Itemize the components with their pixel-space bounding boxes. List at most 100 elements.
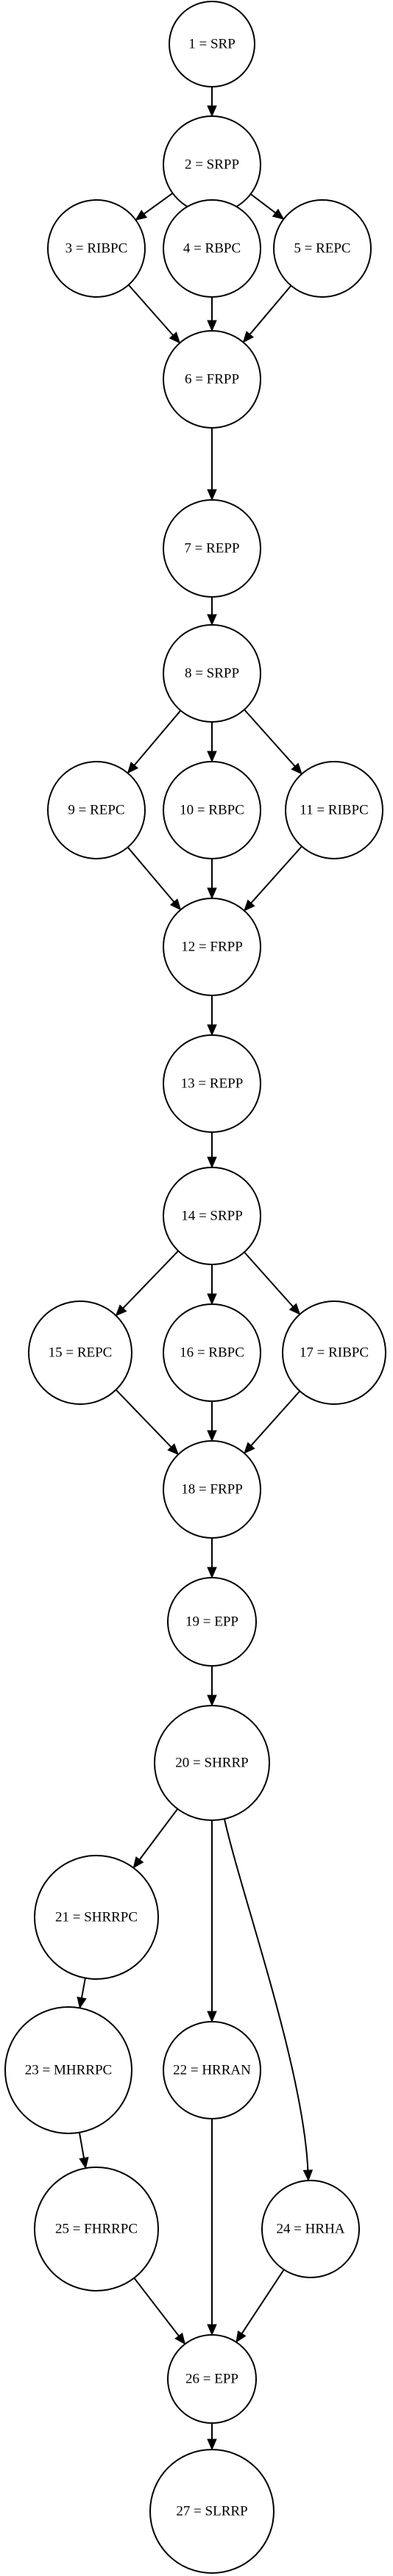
edge-20-to-24	[223, 1818, 314, 2182]
node-circle	[282, 1300, 386, 1405]
edge-arrowhead	[207, 320, 217, 332]
edge-arrowhead	[291, 762, 302, 775]
edge-arrowhead	[244, 899, 255, 912]
edge-14-to-15	[115, 1250, 179, 1317]
edge-arrowhead	[207, 1024, 217, 1037]
node-circle	[163, 624, 261, 723]
edge-arrowhead	[207, 489, 217, 501]
edge-11-to-12	[244, 845, 302, 912]
node-label: 19 = EPP	[185, 1614, 238, 1630]
edge-4-to-6	[207, 297, 217, 332]
edge-line	[250, 1390, 301, 1446]
edge-line	[127, 284, 174, 336]
node-19: 19 = EPP	[167, 1577, 257, 1667]
node-circle	[163, 1303, 261, 1402]
edge-2-to-3	[135, 192, 174, 221]
node-label: 4 = RBPC	[183, 241, 241, 257]
node-label: 7 = REPP	[184, 541, 239, 557]
node-circle	[34, 1855, 159, 1980]
edge-15-to-18	[115, 1389, 180, 1456]
node-label: 24 = HRHA	[276, 2222, 344, 2237]
node-26: 26 = EPP	[167, 2334, 257, 2424]
edge-25-to-26	[133, 2277, 186, 2345]
edge-arrowhead	[115, 1304, 127, 1317]
edge-arrowhead	[207, 614, 217, 626]
node-circle	[167, 2334, 257, 2424]
edge-arrowhead	[242, 331, 255, 343]
node-15: 15 = REPC	[28, 1300, 132, 1405]
edge-arrowhead	[207, 2439, 217, 2451]
node-5: 5 = REPC	[273, 199, 372, 298]
node-label: 9 = REPC	[68, 803, 124, 818]
node-label: 17 = RIBPC	[300, 1345, 369, 1361]
edge-arrowhead	[288, 1303, 301, 1315]
edge-8-to-11	[244, 709, 302, 775]
node-circle	[169, 1, 255, 87]
node-label: 26 = EPP	[185, 2372, 238, 2387]
edge-arrowhead	[169, 898, 182, 911]
edge-6-to-7	[207, 428, 217, 501]
node-label: 25 = FHRRPC	[55, 2222, 138, 2237]
node-label: 3 = RIBPC	[66, 241, 128, 257]
node-circle	[163, 761, 261, 859]
edge-7-to-8	[207, 597, 217, 626]
node-22: 22 = HRRAN	[163, 2021, 261, 2119]
edge-line	[249, 285, 292, 335]
node-circle	[261, 2180, 360, 2278]
edge-line	[241, 2269, 285, 2334]
node-12: 12 = FRPP	[163, 898, 261, 996]
node-24: 24 = HRHA	[261, 2180, 360, 2278]
edge-18-to-19	[207, 1538, 217, 1579]
node-label: 27 = SLRRP	[176, 2504, 247, 2519]
edge-line	[249, 193, 276, 214]
node-label: 15 = REPC	[49, 1345, 113, 1361]
edge-line	[122, 1250, 179, 1309]
node-label: 11 = RIBPC	[300, 803, 368, 818]
edge-line	[133, 709, 182, 766]
edge-arrowhead	[207, 2324, 217, 2336]
node-circle	[163, 1440, 261, 1539]
node-label: 14 = SRPP	[181, 1209, 243, 1224]
node-circle	[154, 1705, 270, 1821]
edge-16-to-18	[207, 1401, 217, 1442]
edge-line	[127, 846, 175, 903]
node-circle	[163, 1167, 261, 1265]
node-21: 21 = SHRRPC	[34, 1855, 159, 1980]
edge-arrowhead	[207, 887, 217, 900]
node-14: 14 = SRPP	[163, 1167, 261, 1265]
node-circle	[163, 499, 261, 598]
node-label: 22 = HRRAN	[173, 2063, 251, 2078]
edge-arrowhead	[207, 1567, 217, 1579]
edge-arrowhead	[174, 2332, 186, 2345]
edge-5-to-6	[242, 285, 292, 343]
edge-20-to-22	[207, 1820, 217, 2023]
node-16: 16 = RBPC	[163, 1303, 261, 1402]
edge-arrowhead	[169, 332, 181, 344]
node-circle	[167, 1577, 257, 1667]
node-11: 11 = RIBPC	[285, 761, 383, 859]
edge-arrowhead	[207, 1695, 217, 1707]
edge-arrowhead	[272, 208, 285, 220]
edge-10-to-12	[207, 859, 217, 900]
node-10: 10 = RBPC	[163, 761, 261, 859]
edge-arrowhead	[207, 1430, 217, 1442]
edge-arrowhead	[207, 105, 217, 118]
edge-9-to-12	[127, 846, 182, 911]
edge-24-to-26	[236, 2269, 285, 2343]
node-4: 4 = RBPC	[163, 199, 261, 298]
node-7: 7 = REPP	[163, 499, 261, 598]
edge-line	[223, 1818, 309, 2171]
node-27: 27 = SLRRP	[149, 2449, 275, 2574]
node-circle	[163, 898, 261, 996]
node-1: 1 = SRP	[169, 1, 255, 87]
node-13: 13 = REPP	[163, 1034, 261, 1133]
edge-arrowhead	[302, 2169, 314, 2182]
edge-line	[144, 192, 174, 215]
edge-line	[133, 2277, 180, 2336]
edge-arrowhead	[127, 762, 139, 774]
node-circle	[149, 2449, 275, 2574]
node-label: 1 = SRP	[188, 37, 236, 52]
edge-17-to-18	[244, 1390, 301, 1454]
node-label: 6 = FRPP	[185, 372, 239, 387]
node-label: 10 = RBPC	[180, 803, 244, 818]
